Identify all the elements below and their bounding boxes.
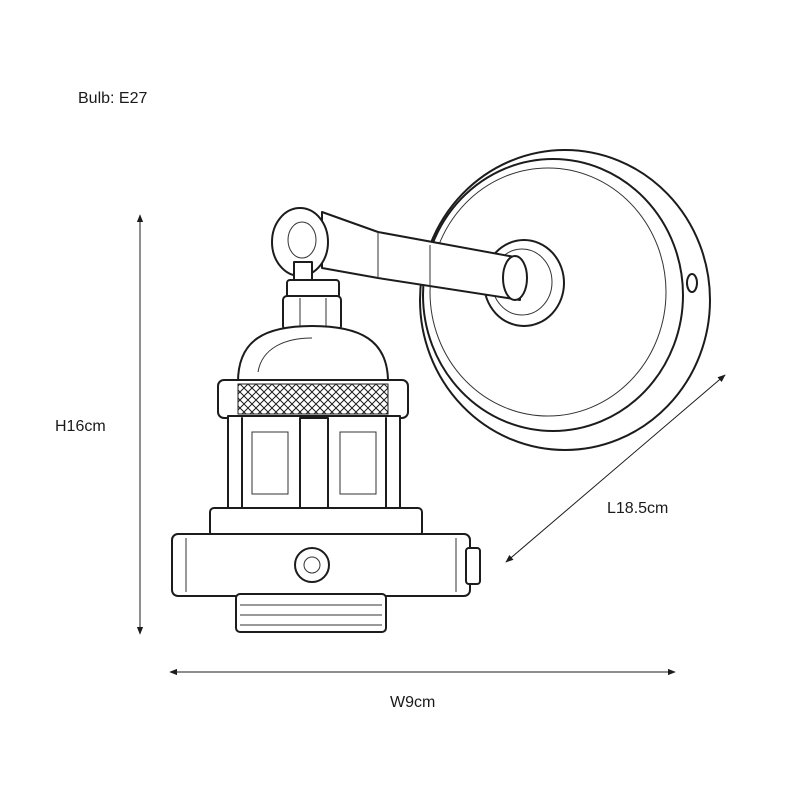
lower-collar: [209, 507, 423, 537]
width-label: W9cm: [390, 694, 436, 711]
bulb-type-label: Bulb: E27: [78, 90, 148, 107]
pivot-joint: [271, 207, 329, 283]
socket-dome: [237, 325, 389, 383]
socket-neck: [282, 279, 342, 331]
socket-thread: [235, 593, 387, 633]
wall-backplate: [419, 149, 711, 451]
lamp-arm: [321, 211, 528, 301]
thumb-screw: [294, 547, 330, 583]
length-dimension-arrow: [505, 374, 726, 563]
socket-cage: [227, 415, 401, 511]
height-label: H16cm: [55, 418, 106, 435]
knurled-ring: [217, 379, 409, 419]
length-label: L18.5cm: [607, 500, 669, 517]
